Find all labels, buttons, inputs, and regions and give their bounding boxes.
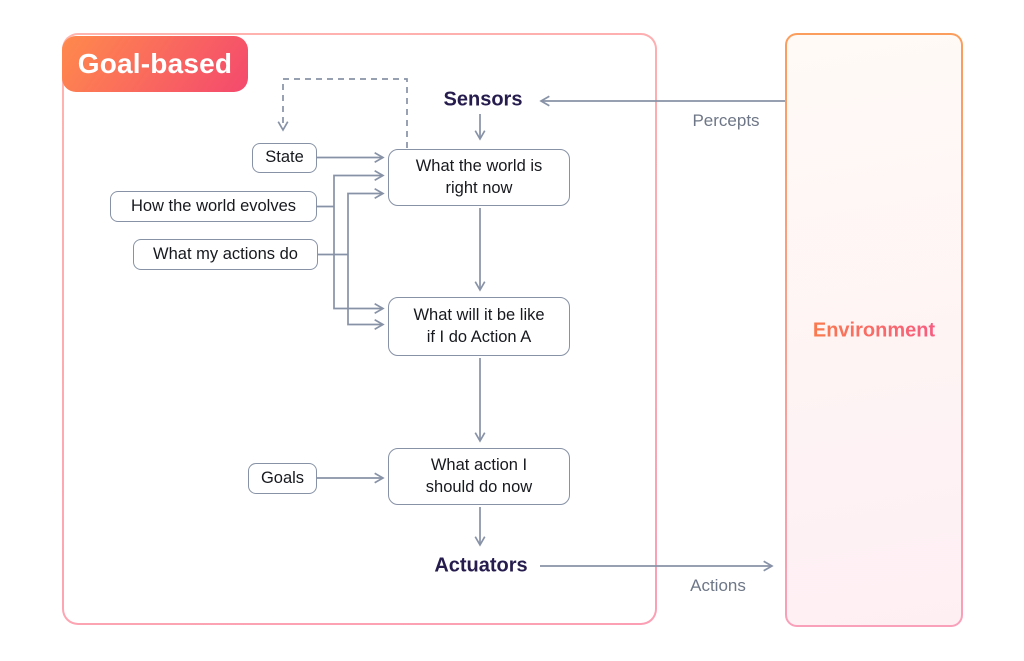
- node-state: State: [252, 143, 317, 173]
- node-goals: Goals: [248, 463, 317, 494]
- actuators-label: Actuators: [434, 554, 528, 577]
- percepts-label: Percepts: [692, 111, 760, 130]
- sensors-label: Sensors: [443, 88, 523, 111]
- environment-container: [785, 33, 963, 627]
- actions-label: Actions: [690, 576, 746, 595]
- node-how-the-world-evolves: How the world evolves: [110, 191, 317, 222]
- goal-based-badge: Goal-based: [62, 36, 248, 92]
- environment-label: Environment: [812, 319, 936, 342]
- node-what-action-i-should-do-now: What action I should do now: [388, 448, 570, 505]
- node-what-my-actions-do: What my actions do: [133, 239, 318, 270]
- node-what-the-world-is-right-now: What the world is right now: [388, 149, 570, 206]
- node-what-will-it-be-like: What will it be like if I do Action A: [388, 297, 570, 356]
